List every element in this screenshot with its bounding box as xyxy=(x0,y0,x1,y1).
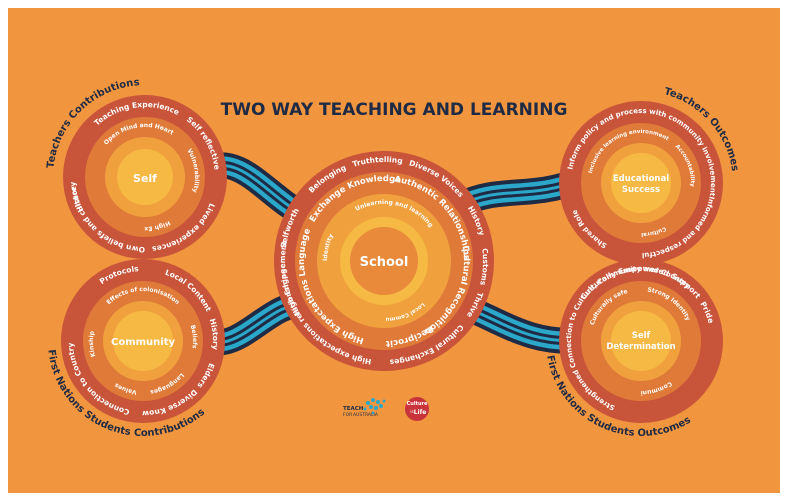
school-outer-ring-text-4: Customs xyxy=(478,248,490,287)
school-center-label: School xyxy=(360,255,409,270)
culture-logo-line1: Culture xyxy=(407,401,428,407)
success-center-label-2: Success xyxy=(622,185,660,195)
diagram-title: TWO WAY TEACHING AND LEARNING xyxy=(221,100,568,120)
self-center-label: Self xyxy=(133,172,157,185)
community-middle-ring-text-2: Kinship xyxy=(88,330,97,358)
determination-center-label-2: Determination xyxy=(606,342,675,352)
culture-logo-line2: is xyxy=(410,409,414,415)
culture-is-life-logo: Culture is Life xyxy=(405,397,429,421)
community-middle-ring-text-3: Beliefs xyxy=(189,324,198,349)
teach-logo-line2: FOR xyxy=(343,412,352,418)
culture-logo-line3: Life xyxy=(414,409,427,416)
determination-center-label-1: Self xyxy=(632,331,651,341)
teach-logo-line1: TEACH xyxy=(343,406,364,412)
teach-logo-line3: AUSTRALIA xyxy=(353,412,379,418)
success-center-label-1: Educational xyxy=(613,174,669,184)
community-center-label: Community xyxy=(111,337,175,348)
teach-for-australia-logo: TEACH FOR AUSTRALIA xyxy=(343,398,386,418)
